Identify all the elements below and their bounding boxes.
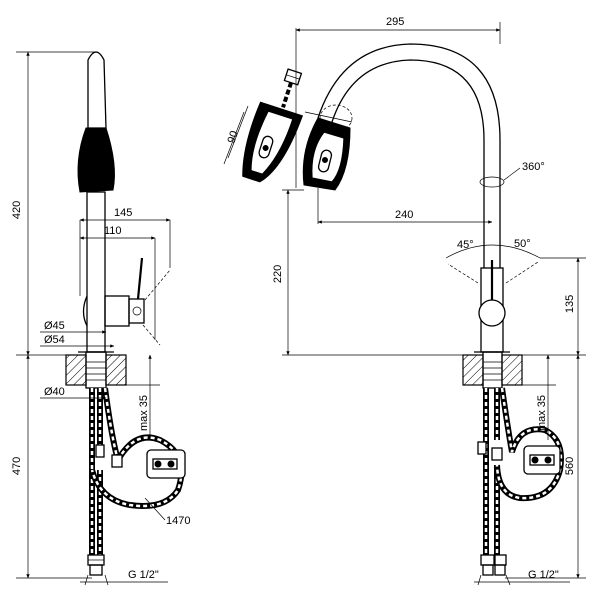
front-countertop-right: [501, 354, 523, 386]
front-view: 360°: [302, 43, 564, 576]
side-spray-head: [77, 127, 115, 193]
side-countertop-right: [105, 354, 127, 386]
side-countertop-left: [65, 354, 87, 386]
dim-angle-90: 90: [226, 129, 241, 144]
side-hose-weight: [146, 449, 186, 479]
front-valve-disk: [478, 299, 506, 327]
dim-thread-right: G 1/2": [528, 569, 559, 581]
dim-240: 240: [395, 209, 413, 221]
dim-470: 470: [11, 457, 23, 475]
dim-220: 220: [272, 265, 284, 283]
dim-angle-45: 45°: [457, 239, 474, 251]
dim-max-35-left: max 35: [138, 395, 150, 431]
side-view: [65, 51, 186, 576]
dim-145: 145: [114, 207, 132, 219]
spray-head-detail: 90: [223, 68, 304, 183]
dim-max-35-right: max 35: [536, 395, 548, 431]
dim-420: 420: [11, 201, 23, 219]
front-countertop-left: [462, 354, 484, 386]
dim-diam-45: Ø45: [44, 320, 65, 332]
front-hose-weight: [523, 445, 561, 475]
dim-diam-40: Ø40: [44, 386, 65, 398]
dim-135: 135: [564, 295, 576, 313]
dim-rotation-360: 360°: [522, 161, 545, 173]
front-dimensions: 295 240 220 45° 50° 135 max 35 560 G 1/2…: [272, 16, 586, 586]
dim-560: 560: [564, 457, 576, 475]
side-body: [86, 191, 106, 353]
dim-hose-1470: 1470: [166, 515, 190, 527]
front-spout-arc: [331, 59, 485, 268]
side-spout-neck: [87, 51, 107, 129]
dim-thread-left: G 1/2": [128, 569, 159, 581]
dim-295: 295: [386, 16, 404, 28]
dim-angle-50: 50°: [514, 238, 531, 250]
side-dimensions: 420 145 110 Ø45 Ø54 Ø40 470 max 35 1470: [11, 51, 190, 586]
dim-diam-54: Ø54: [44, 334, 65, 346]
dim-110: 110: [104, 225, 122, 237]
